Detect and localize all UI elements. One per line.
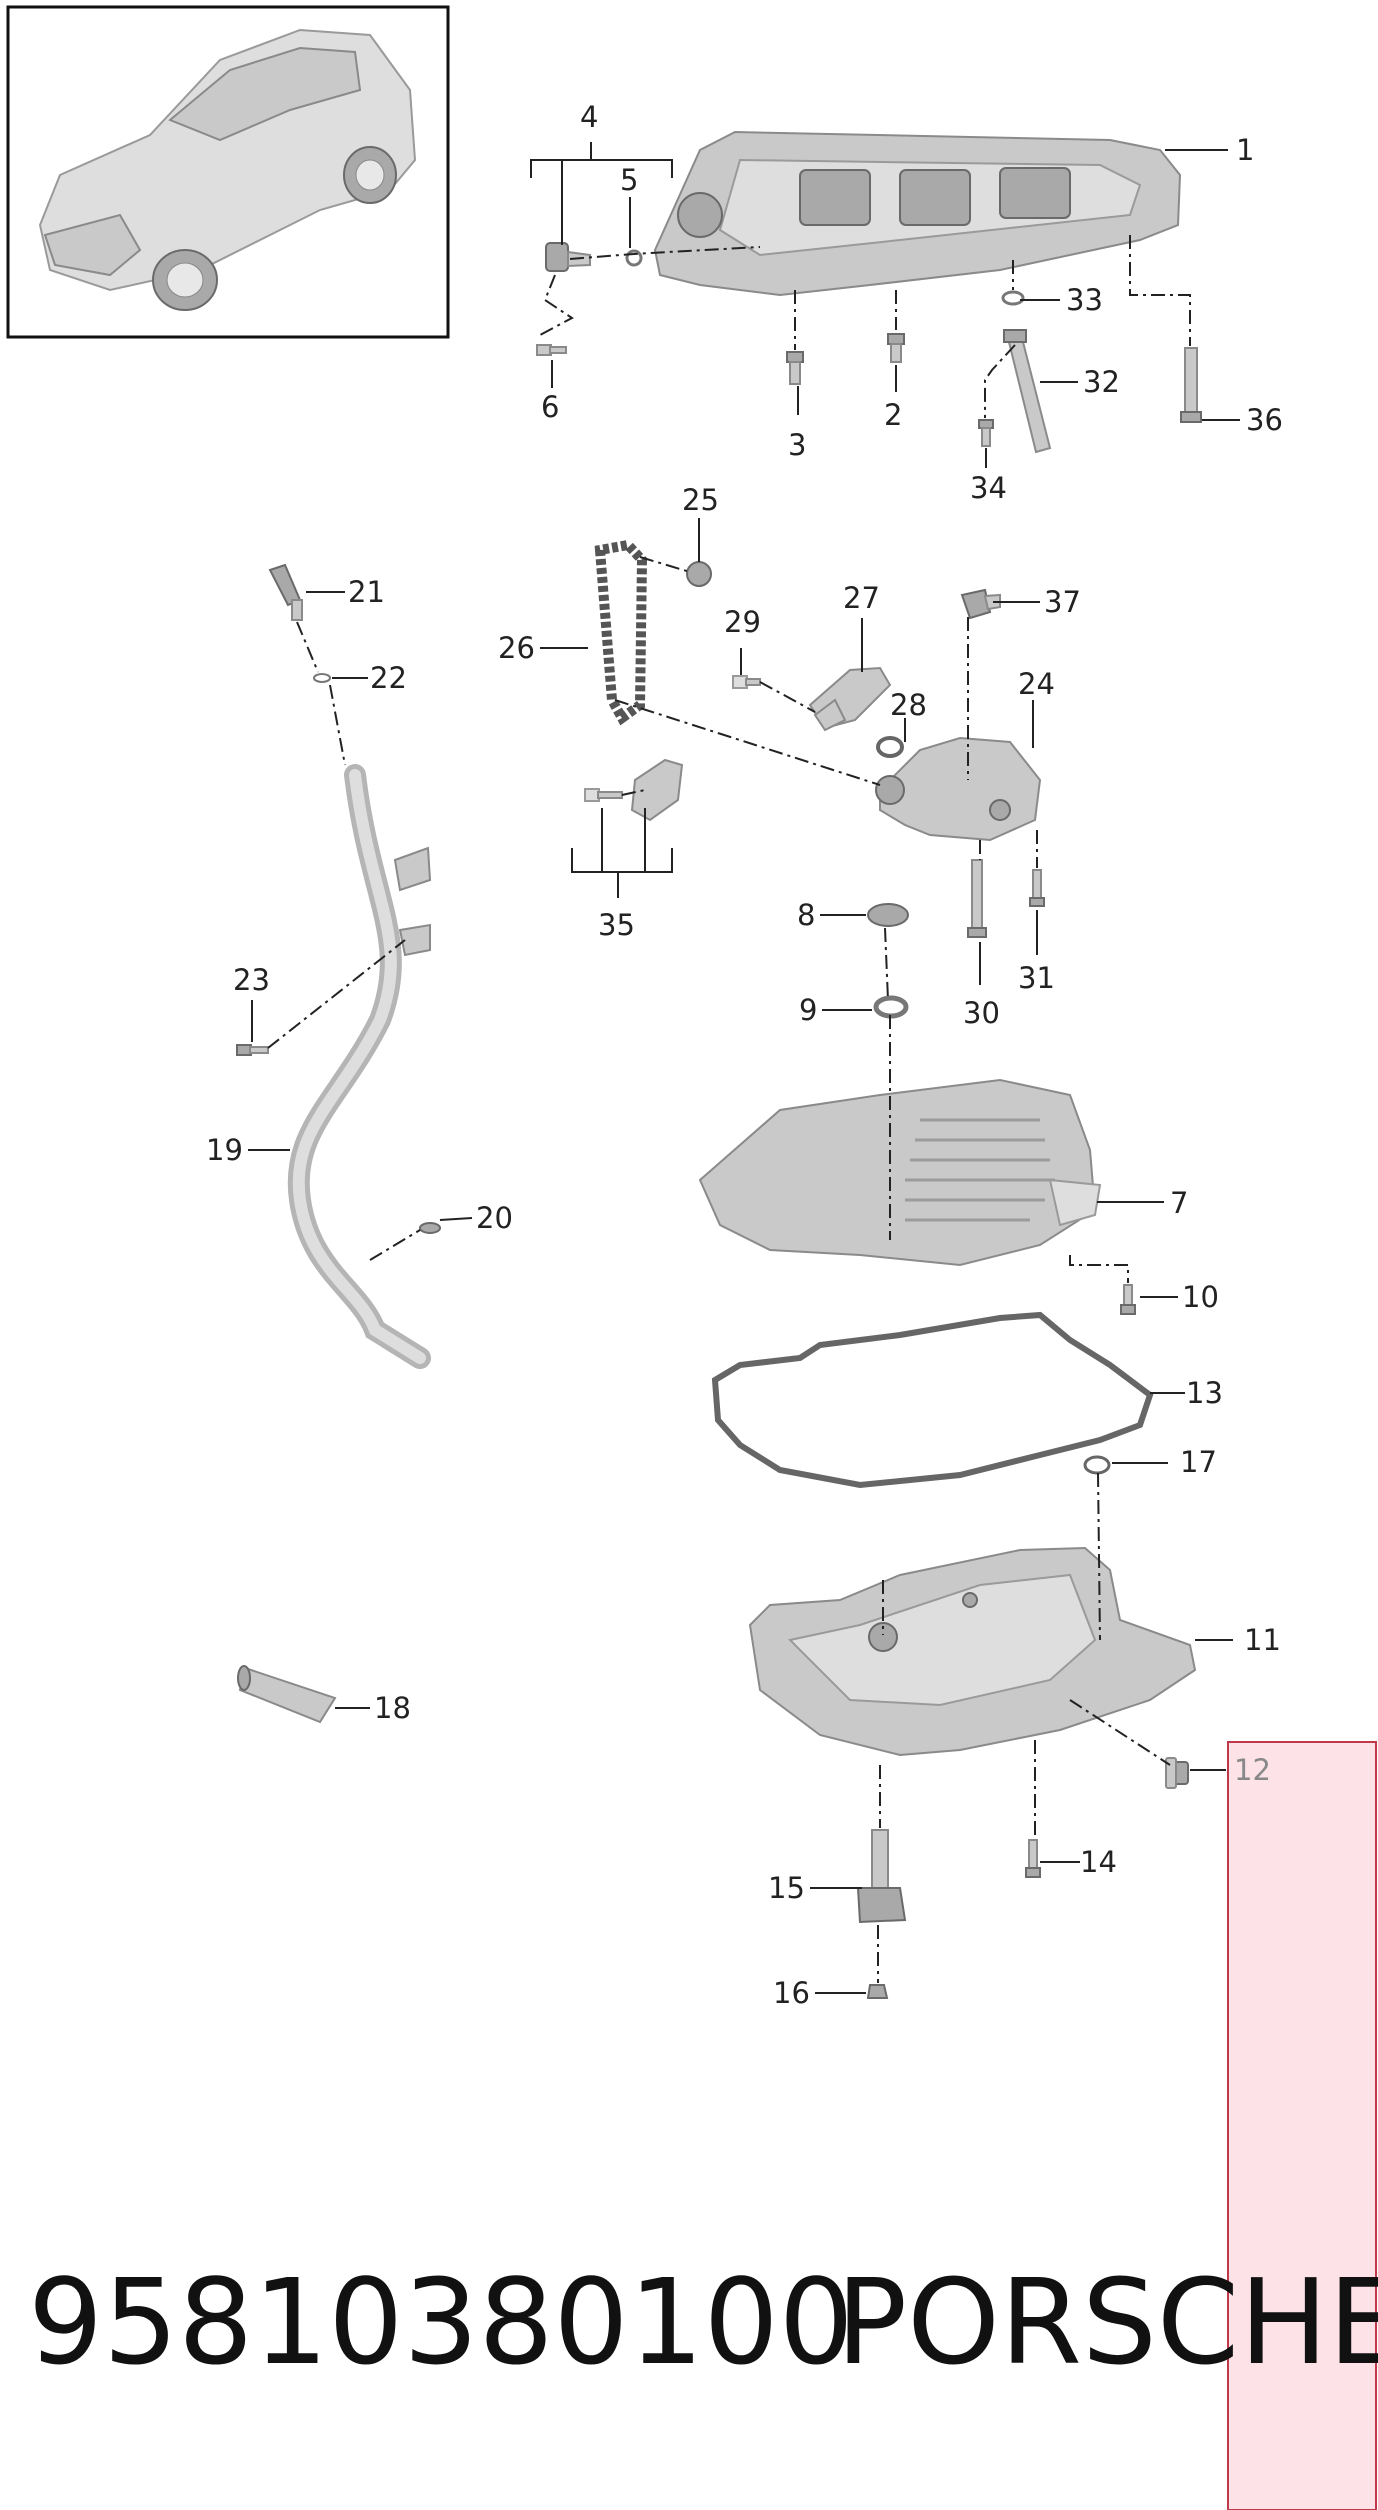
callout-21: 21 <box>348 575 385 609</box>
callout-24: 24 <box>1018 667 1055 701</box>
bolt-23 <box>236 1044 269 1056</box>
suction-pipe-27 <box>808 666 892 732</box>
callout-15: 15 <box>768 1871 805 1905</box>
seal-17 <box>1083 1455 1111 1475</box>
baffle-plate-7 <box>698 1078 1102 1267</box>
callout-27: 27 <box>843 581 880 615</box>
callout-7: 7 <box>1170 1186 1188 1220</box>
bolt-3 <box>786 351 804 385</box>
callout-28: 28 <box>890 688 927 722</box>
callout-10: 10 <box>1182 1280 1219 1314</box>
callout-29: 29 <box>724 605 761 639</box>
callout-32: 32 <box>1083 365 1120 399</box>
callout-26: 26 <box>498 631 535 665</box>
callout-37: 37 <box>1044 585 1081 619</box>
seal-ring-5 <box>625 249 643 267</box>
dipstick-handle-21 <box>268 563 303 621</box>
dipstick-tube-brackets <box>393 846 432 957</box>
callout-3: 3 <box>788 428 806 462</box>
callout-5: 5 <box>620 163 638 197</box>
clip-20 <box>419 1222 441 1234</box>
callout-16: 16 <box>773 1976 810 2010</box>
lower-oil-pan-11 <box>748 1546 1197 1757</box>
connector-37 <box>960 588 1001 620</box>
callout-18: 18 <box>374 1691 411 1725</box>
callout-17: 17 <box>1180 1445 1217 1479</box>
assembly-lines <box>267 235 1191 1983</box>
callout-1: 1 <box>1236 133 1254 167</box>
bolt-10 <box>1120 1284 1136 1315</box>
callout-4: 4 <box>580 100 598 134</box>
brand-caption: PORSCHE <box>836 2253 1378 2391</box>
chain-tensioner-35 <box>584 758 684 822</box>
callout-23: 23 <box>233 963 270 997</box>
callout-30: 30 <box>963 996 1000 1030</box>
callout-33: 33 <box>1066 283 1103 317</box>
drain-plug-12 <box>1165 1757 1189 1789</box>
bolt-31 <box>1029 869 1045 907</box>
callout-22: 22 <box>370 661 407 695</box>
callout-numbers: 1 2 3 4 5 6 7 8 9 10 11 12 13 14 15 16 1… <box>206 100 1283 2010</box>
callout-12: 12 <box>1234 1753 1271 1787</box>
callout-8: 8 <box>797 898 815 932</box>
callout-9: 9 <box>799 993 817 1027</box>
callout-35: 35 <box>598 908 635 942</box>
car-icon <box>38 28 417 311</box>
bolt-29 <box>732 675 761 689</box>
callout-20: 20 <box>476 1201 513 1235</box>
o-ring-33 <box>1001 290 1025 306</box>
callout-11: 11 <box>1244 1623 1281 1657</box>
bolt-34 <box>978 419 994 447</box>
guide-tube-32 <box>1003 329 1052 454</box>
callout-13: 13 <box>1186 1376 1223 1410</box>
pipe-18 <box>237 1665 337 1724</box>
oil-pump-24 <box>875 736 1042 842</box>
seal-28 <box>876 736 904 758</box>
sprocket-25 <box>686 561 712 587</box>
drive-chain-26 <box>594 539 648 726</box>
bolt-2 <box>887 333 905 363</box>
callout-19: 19 <box>206 1133 243 1167</box>
callout-31: 31 <box>1018 961 1055 995</box>
part-number-caption: 95810380100 <box>28 2253 854 2391</box>
o-ring-22 <box>313 673 331 683</box>
callout-6: 6 <box>541 390 559 424</box>
callout-36: 36 <box>1246 403 1283 437</box>
leader-lines <box>248 142 1240 1994</box>
highlight-panel <box>1227 1741 1377 2510</box>
o-ring-9 <box>873 995 909 1019</box>
upper-oil-pan-part <box>653 130 1182 297</box>
sprocket-8 <box>867 903 909 927</box>
callout-2: 2 <box>884 398 902 432</box>
bolt-30 <box>967 859 987 938</box>
bolt-36 <box>1180 347 1202 423</box>
plug-16 <box>866 1984 889 1999</box>
callout-25: 25 <box>682 483 719 517</box>
vehicle-thumbnail <box>6 5 450 339</box>
callout-34: 34 <box>970 471 1007 505</box>
bolt-6 <box>536 344 567 356</box>
callout-14: 14 <box>1080 1845 1117 1879</box>
sensor-15 <box>856 1829 907 1924</box>
bolt-14 <box>1025 1839 1041 1878</box>
baffle-grille <box>905 1118 1055 1222</box>
gasket-13 <box>711 1311 1154 1489</box>
